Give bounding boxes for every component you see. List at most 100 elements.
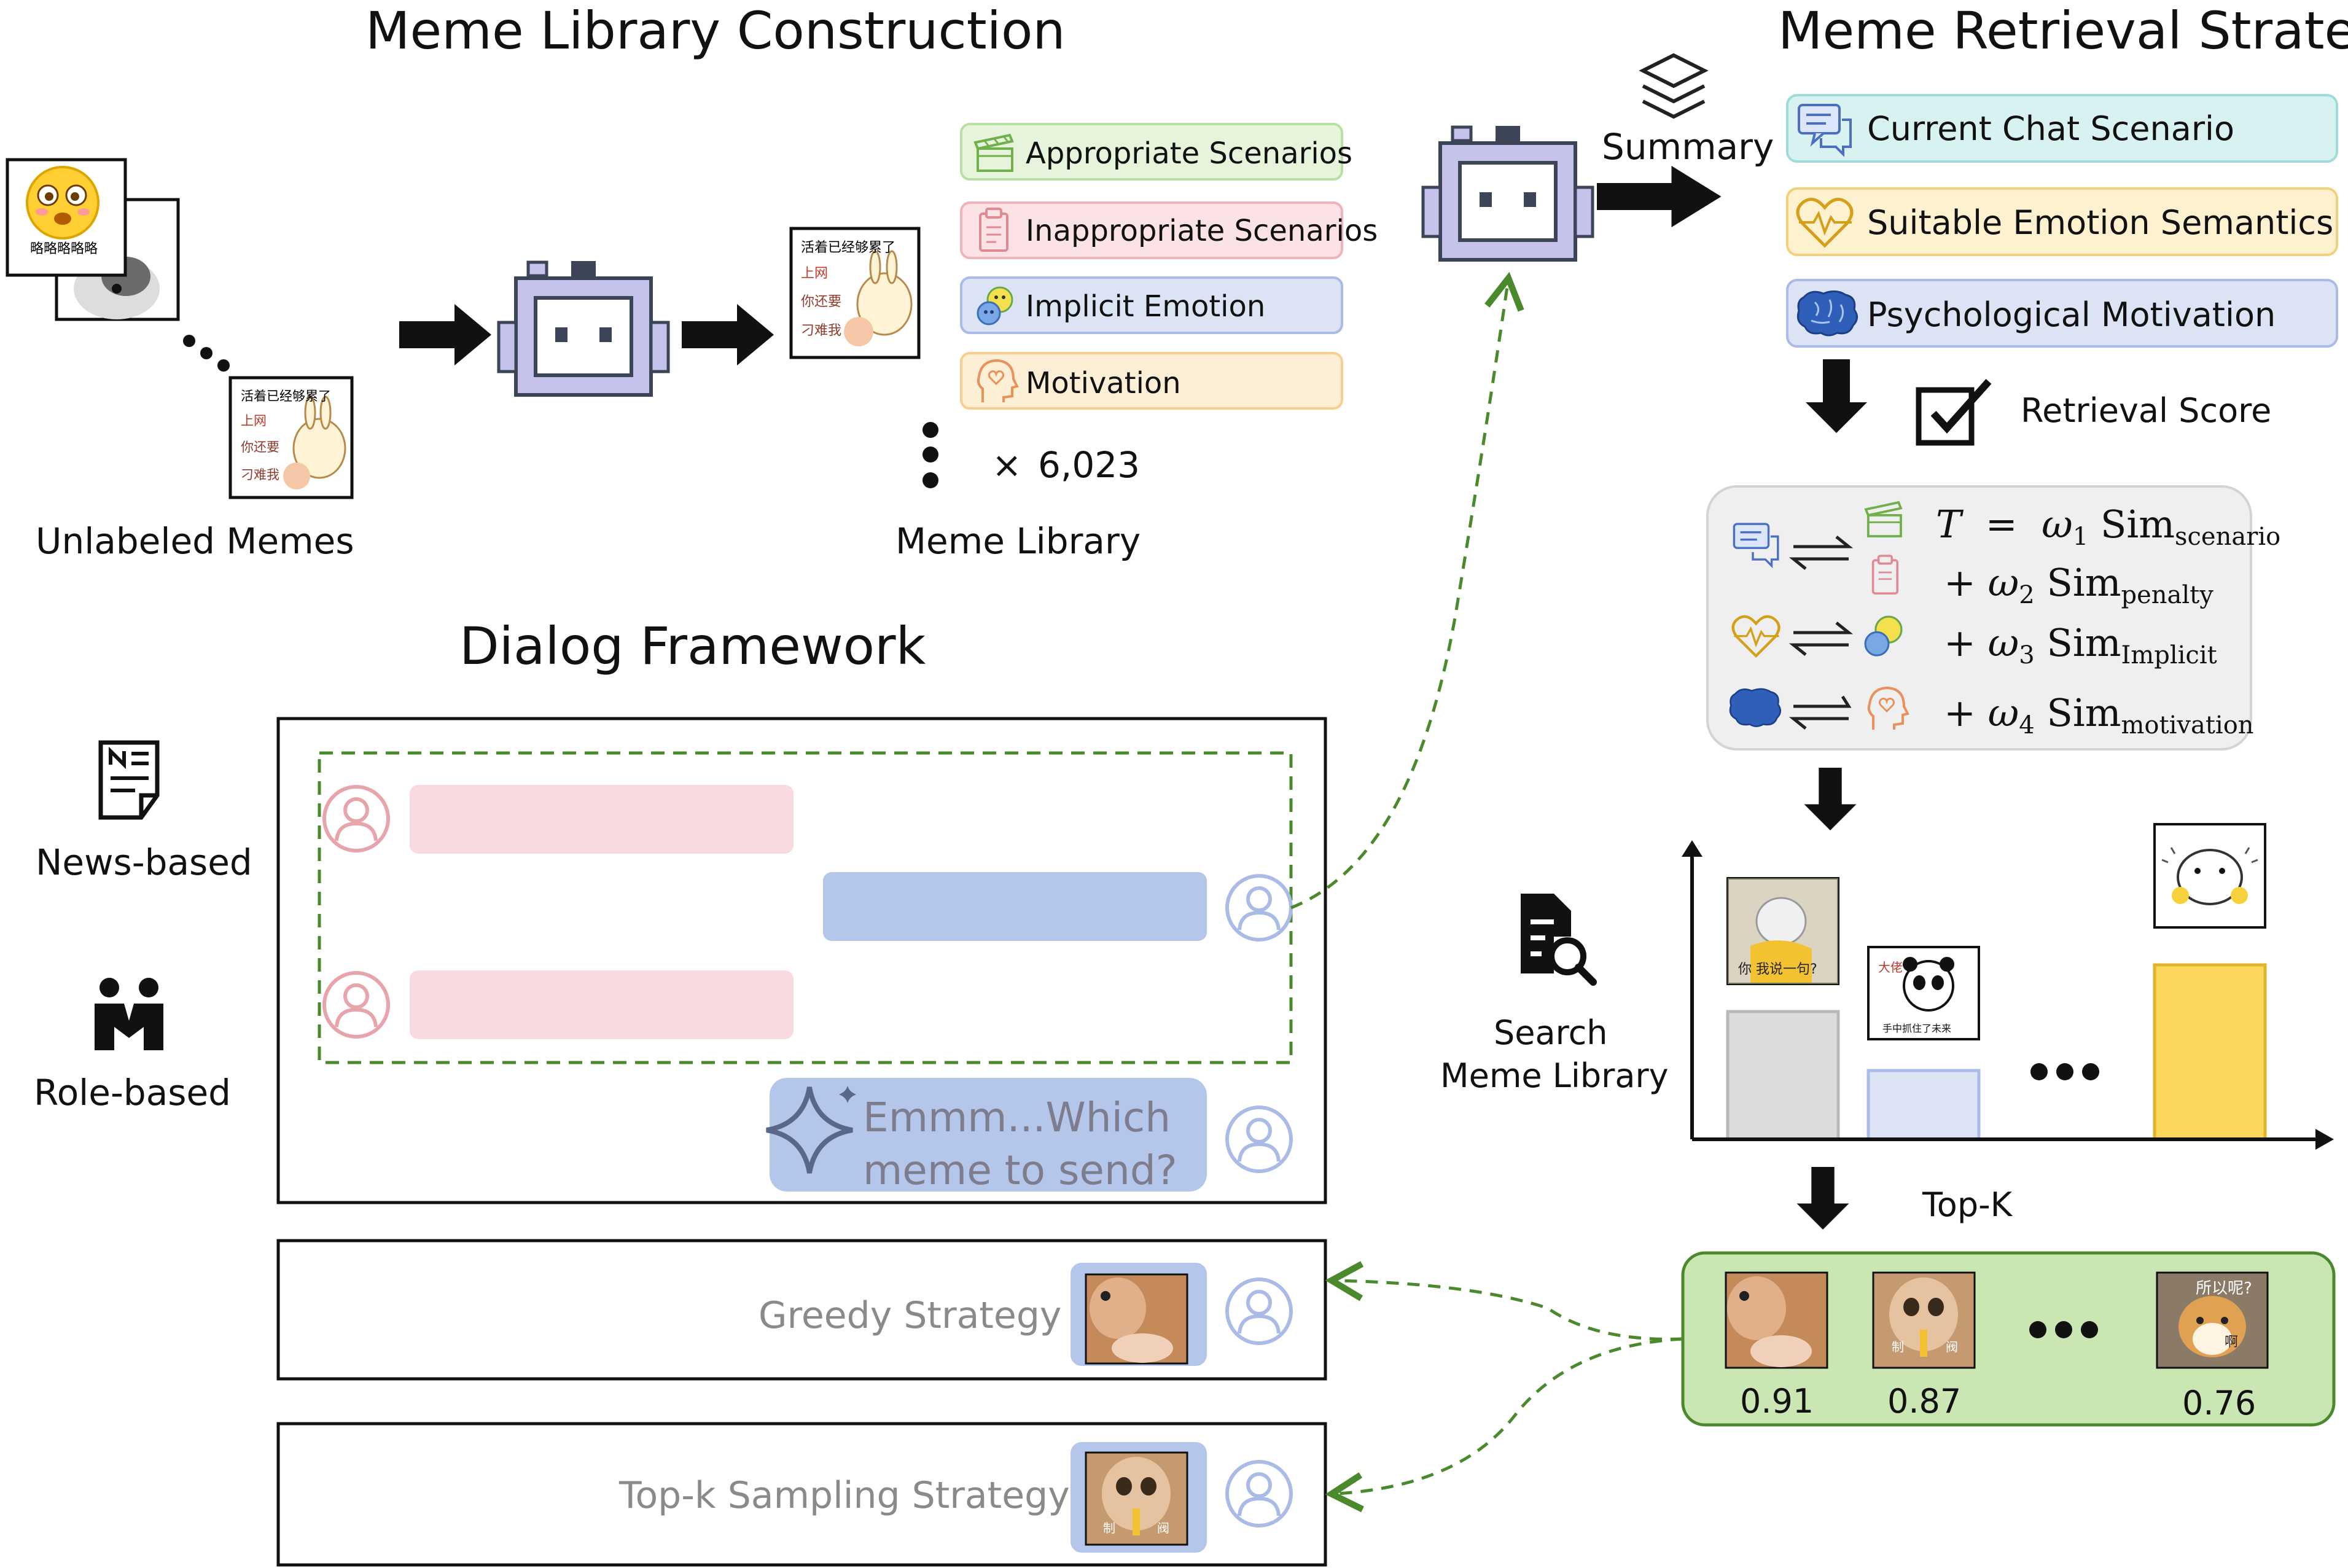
labeled-rabbit-caption-4: 刁难我 xyxy=(801,323,841,338)
formula-line-3: + ω3 SimImplicit xyxy=(1944,624,2217,668)
user-b-avatar-icon-2 xyxy=(1227,1107,1291,1171)
topk-to-sampling-connector xyxy=(1325,1337,1683,1513)
unlabeled-meme-rabbit xyxy=(228,376,354,499)
topk-sampling-monkey-caption-left: 制 xyxy=(1103,1521,1115,1535)
formula-chat-icon xyxy=(1733,523,1779,569)
y-axis-arrowhead xyxy=(1682,840,1702,857)
formula-w3: ω xyxy=(1987,620,2019,665)
formula-plus4: + xyxy=(1944,690,1976,735)
dialog-bubble-blue-1 xyxy=(823,872,1207,941)
dialog-title: Dialog Framework xyxy=(459,616,926,676)
topk-score-3: 0.76 xyxy=(2182,1384,2256,1422)
topk-dots xyxy=(2029,1321,2098,1338)
shiba-caption-bottom: 啊 xyxy=(2225,1335,2238,1350)
retrieval-score-label: Retrieval Score xyxy=(2021,391,2272,430)
labeled-rabbit-caption-2: 上网 xyxy=(801,266,828,281)
topk-sampling-strategy-label: Top-k Sampling Strategy xyxy=(619,1474,1070,1517)
summary-robot-icon xyxy=(1423,126,1593,260)
summary-arrow xyxy=(1597,166,1722,227)
formula-clipboard-icon xyxy=(1871,555,1899,595)
attr-appropriate-scenarios xyxy=(960,123,1343,181)
retrieval-title: Meme Retrieval Strategy xyxy=(1778,1,2348,61)
attr-implicit-label: Implicit Emotion xyxy=(1026,289,1266,324)
construction-arrow-1 xyxy=(399,304,491,365)
bar-meme-panda xyxy=(1867,946,1980,1040)
topk-meme-shiba xyxy=(2156,1271,2269,1369)
panda-caption-top: 大佬 xyxy=(1878,960,1903,975)
topk-monkey-caption-left: 制 xyxy=(1892,1340,1904,1354)
labeled-meme-rabbit xyxy=(789,227,921,359)
meme-library-label: Meme Library xyxy=(895,520,1141,562)
formula-plus3: + xyxy=(1944,620,1976,665)
formula-sim1-sub: scenario xyxy=(2174,523,2281,551)
meme-count-prefix: × xyxy=(992,444,1022,486)
rabbit-caption-3: 你还要 xyxy=(241,440,279,454)
attr-motivation-label: Motivation xyxy=(1026,366,1181,400)
topk-meme-hamster xyxy=(1725,1271,1828,1369)
score-bar-2 xyxy=(1866,1069,1981,1141)
formula-brain-icon xyxy=(1729,688,1781,727)
formula-clapperboard-icon xyxy=(1864,501,1903,538)
formula-plus2: + xyxy=(1944,560,1976,605)
user-a-avatar-icon-1 xyxy=(324,787,388,851)
thinking-line-2: meme to send? xyxy=(863,1146,1177,1194)
formula-line-4: + ω4 Simmotivation xyxy=(1944,694,2254,738)
bar-chart-dots xyxy=(2030,1063,2099,1080)
clipboard-icon xyxy=(979,208,1008,252)
meme-emoji-caption: 略略略略略 xyxy=(30,241,98,257)
summary-suitable-emotion-semantics xyxy=(1786,187,2338,256)
newspaper-icon xyxy=(98,740,160,820)
rabbit-caption-1: 活着已经够累了 xyxy=(241,389,331,404)
labeling-robot-icon xyxy=(499,261,668,395)
topk-sampling-meme-monkey xyxy=(1085,1451,1188,1546)
panda-caption-bottom: 手中抓住了未来 xyxy=(1882,1023,1951,1034)
thinking-line-1: Emmm...Which xyxy=(863,1094,1171,1141)
shiba-caption-top: 所以呢? xyxy=(2196,1279,2252,1298)
unlabeled-meme-emoji xyxy=(6,158,127,277)
thinking-text: Emmm...Which meme to send? xyxy=(863,1091,1177,1197)
formula-sim1: Sim xyxy=(2100,502,2175,547)
formula-w4: ω xyxy=(1987,690,2019,735)
formula-lhs: T xyxy=(1936,502,1962,547)
attr-appropriate-label: Appropriate Scenarios xyxy=(1026,136,1353,171)
summary-current-chat-scenario xyxy=(1786,94,2338,163)
retrieval-score-panel xyxy=(1706,485,2252,751)
construction-arrow-2 xyxy=(682,304,774,365)
current-chat-scenario-label: Current Chat Scenario xyxy=(1867,109,2235,148)
greedy-strategy-label: Greedy Strategy xyxy=(759,1294,1062,1337)
topk-sampling-monkey-caption-right: 阀 xyxy=(1157,1521,1169,1535)
role-based-label: Role-based xyxy=(34,1072,231,1114)
formula-exchange-arrows xyxy=(1788,536,1854,730)
topk-to-greedy-connector xyxy=(1325,1261,1683,1341)
checkbox-icon xyxy=(1916,378,1992,446)
brain-icon xyxy=(1796,291,1858,337)
topk-score-2: 0.87 xyxy=(1887,1382,1962,1421)
user-b-avatar-icon-4 xyxy=(1227,1462,1291,1526)
chat-bubbles-icon xyxy=(1798,104,1852,157)
formula-w2: ω xyxy=(1987,560,2019,605)
formula-w1: ω xyxy=(2042,502,2073,547)
topk-label: Top-K xyxy=(1922,1185,2013,1224)
summary-psychological-motivation xyxy=(1786,279,2338,348)
formula-sim4-sub: motivation xyxy=(2121,711,2254,739)
layers-icon xyxy=(1639,53,1709,119)
rabbit-caption-4: 刁难我 xyxy=(241,467,279,482)
formula-sim3: Sim xyxy=(2046,620,2121,665)
attr-inappropriate-label: Inappropriate Scenarios xyxy=(1026,214,1378,248)
rabbit-caption-2: 上网 xyxy=(241,413,267,428)
score-bar-3 xyxy=(2153,963,2267,1141)
more-memes-dots xyxy=(183,335,230,372)
formula-sim3-sub: Implicit xyxy=(2121,641,2217,669)
thinking-bubble xyxy=(770,1078,1207,1192)
formula-heart-icon xyxy=(1731,615,1781,658)
formula-sim2-sub: penalty xyxy=(2121,581,2213,609)
score-down-arrow xyxy=(1806,359,1867,433)
bar-chart xyxy=(1682,840,2334,1150)
formula-w1-sub: 1 xyxy=(2072,523,2089,551)
formula-w2-sub: 2 xyxy=(2019,581,2035,609)
topk-monkey-caption-right: 阀 xyxy=(1946,1340,1958,1354)
topk-meme-monkey xyxy=(1872,1271,1976,1369)
greedy-meme-hamster xyxy=(1085,1273,1188,1365)
formula-emotion-faces-icon xyxy=(1864,615,1903,657)
